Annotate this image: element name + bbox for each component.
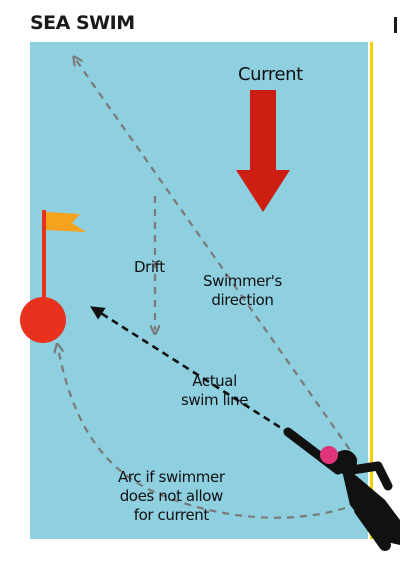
cropped-edge-mark — [394, 17, 397, 33]
drift-label: Drift — [134, 258, 165, 276]
arc-label-line3: for current — [133, 506, 210, 524]
actual-swim-line-label: Actual swim line — [181, 372, 249, 410]
water-panel — [30, 42, 368, 539]
swimmer-direction-line — [76, 60, 358, 461]
swimmer-direction-label-line2: direction — [211, 291, 274, 309]
arc-label-line2: does not allow — [119, 487, 224, 505]
actual-swim-line-label-line2: swim line — [181, 391, 249, 409]
swimmer-icon — [283, 427, 400, 551]
drift-arc-line — [58, 348, 346, 519]
actual-swim-line — [90, 306, 301, 442]
swimmer-direction-label-line1: Swimmer's — [203, 272, 282, 290]
arc-label: Arc if swimmer does not allow for curren… — [118, 468, 225, 525]
buoy-flag-icon — [20, 210, 86, 343]
arc-label-line1: Arc if swimmer — [118, 468, 225, 486]
actual-swim-line-label-line1: Actual — [192, 372, 237, 390]
swimmer-direction-label: Swimmer's direction — [203, 272, 282, 310]
adjacent-panel-edge — [370, 42, 400, 539]
current-label: Current — [238, 64, 303, 85]
diagram-title: SEA SWIM — [30, 12, 135, 34]
current-arrow-icon — [236, 90, 290, 212]
